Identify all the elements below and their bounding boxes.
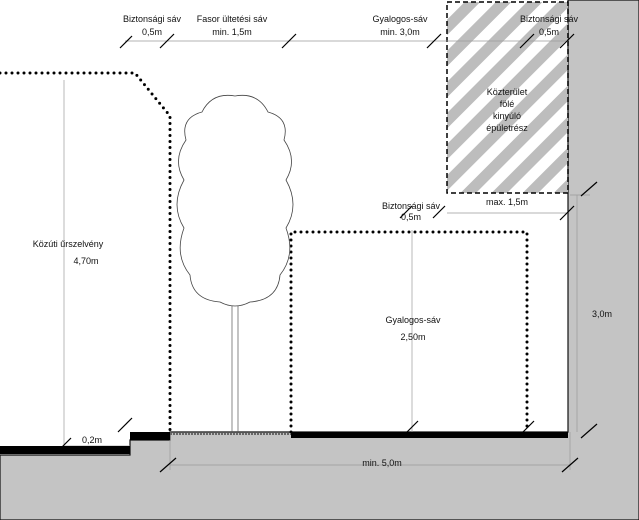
projection-label-4: épületrész bbox=[486, 123, 528, 133]
safety-strip-3-label: Biztonsági sáv bbox=[382, 201, 441, 211]
tree-icon bbox=[176, 94, 294, 432]
projection-label-2: fölé bbox=[500, 99, 515, 109]
safety-strip-1-label: Biztonsági sáv bbox=[123, 14, 182, 24]
safety-strip-1-width: 0,5m bbox=[142, 27, 162, 37]
projection-label-3: kinyúló bbox=[493, 111, 521, 121]
safety-strip-3-width: 0,5m bbox=[401, 212, 421, 222]
road-clearance-outline bbox=[0, 71, 172, 434]
diagram-labels: Biztonsági sáv 0,5m Fasor ültetési sáv m… bbox=[33, 14, 612, 468]
curb-step bbox=[130, 432, 170, 440]
road-clearance-label: Közúti űrszelvény bbox=[33, 239, 104, 249]
sidewalk-clearance-outline bbox=[289, 230, 529, 434]
road-clearance-height: 4,70m bbox=[73, 256, 98, 266]
projection-label-1: Közterület bbox=[487, 87, 528, 97]
sidewalk-top-width: min. 3,0m bbox=[380, 27, 420, 37]
sidewalk-curb bbox=[291, 432, 568, 438]
sidewalk-top-label: Gyalogos-sáv bbox=[372, 14, 428, 24]
total-width-label: min. 5,0m bbox=[362, 458, 402, 468]
safety-strip-2-label: Biztonsági sáv bbox=[520, 14, 579, 24]
sidewalk-mid-label: Gyalogos-sáv bbox=[385, 315, 441, 325]
tree-strip-label: Fasor ültetési sáv bbox=[197, 14, 268, 24]
curb-height-label: 0,2m bbox=[82, 435, 102, 445]
dimension-ticks bbox=[56, 33, 598, 473]
projection-max-label: max. 1,5m bbox=[486, 197, 528, 207]
building-projection bbox=[446, 1, 569, 194]
building-height-label: 3,0m bbox=[592, 309, 612, 319]
sidewalk-mid-height: 2,50m bbox=[400, 332, 425, 342]
tree-strip-width: min. 1,5m bbox=[212, 27, 252, 37]
safety-strip-2-width: 0,5m bbox=[539, 27, 559, 37]
road-curb bbox=[0, 446, 130, 454]
